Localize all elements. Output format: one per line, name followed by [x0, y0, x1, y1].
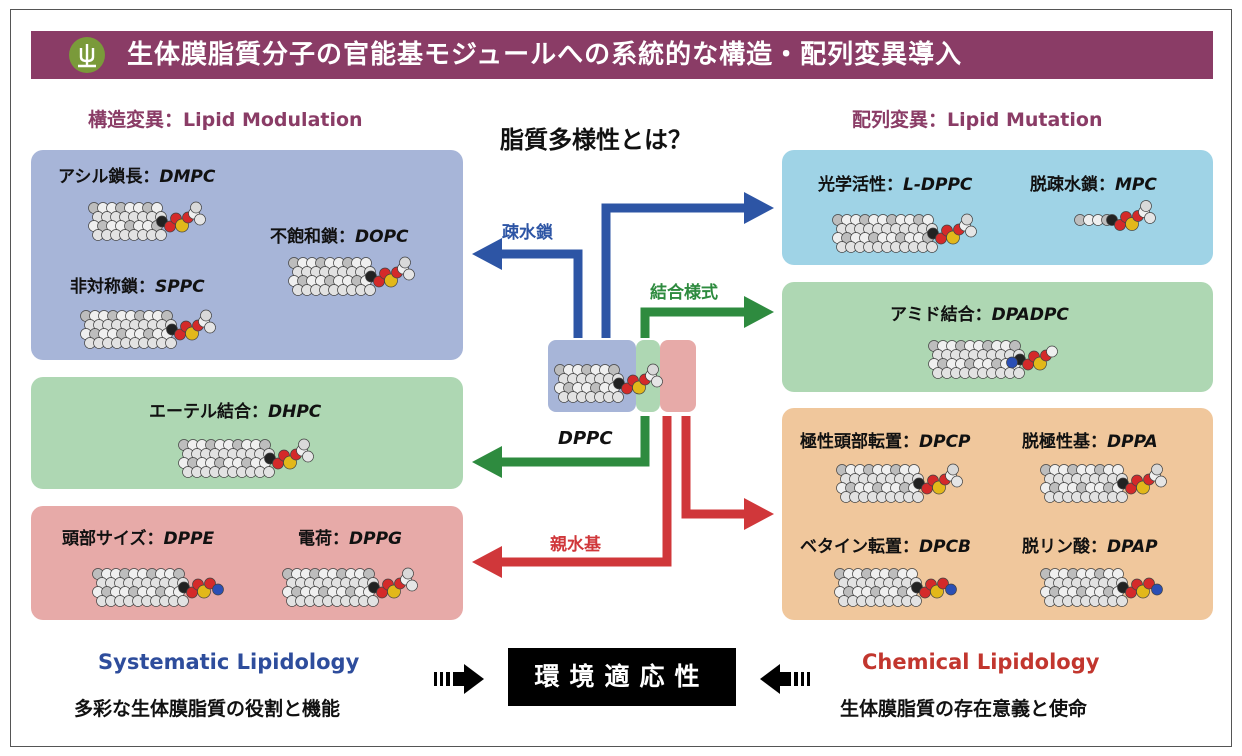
label-dopc-jp: 不飽和鎖： [270, 227, 355, 247]
label-dpadpc: アミド結合：DPADPC [890, 300, 1069, 325]
label-dppe-jp: 頭部サイズ： [62, 529, 164, 549]
bottom-right-arrow-icon [760, 664, 810, 694]
page-title: 生体膜脂質分子の官能基モジュールへの系統的な構造・配列変異導入 [127, 40, 963, 70]
right-heading-en: Lipid Mutation [947, 109, 1103, 131]
dppa-molecule-model [1040, 462, 1181, 522]
figure-frame [10, 9, 1232, 747]
label-dmpc: アシル鎖長：DMPC [58, 162, 215, 187]
dhpc-molecule-model [178, 437, 328, 497]
label-l-dppc-name: L-DPPC [903, 175, 973, 195]
label-dpcb-name: DPCB [919, 537, 972, 557]
dpadpc-molecule-model [928, 338, 1078, 398]
dppc-molecule-model [554, 362, 677, 422]
bottom-left-arrow-icon [434, 664, 484, 694]
label-dppa-name: DPPA [1107, 432, 1158, 452]
label-mpc: 脱疎水鎖：MPC [1030, 170, 1157, 195]
dppc-label: DPPC [558, 428, 613, 449]
label-dpcp: 極性頭部転置：DPCP [800, 427, 971, 452]
arrow-hydrophobic-left [498, 249, 583, 338]
label-sppc: 非対称鎖：SPPC [70, 272, 205, 297]
sppc-molecule-model [80, 308, 230, 368]
label-dmpc-name: DMPC [159, 167, 216, 187]
label-hydrophobic-chain: 疎水鎖 [502, 223, 553, 243]
arrow-linkage-left-head [472, 446, 502, 478]
dppc-head-module [660, 340, 696, 412]
label-dpcb-jp: ベタイン転置： [800, 537, 919, 557]
arrow-hydrophilic-left-head [472, 546, 502, 578]
label-dmpc-jp: アシル鎖長： [58, 167, 160, 187]
label-dppa: 脱極性基：DPPA [1022, 427, 1158, 452]
systematic-lipidology-title: Systematic Lipidology [98, 650, 360, 674]
arrow-hydrophobic-right-head [744, 192, 774, 224]
label-dpcb: ベタイン転置：DPCB [800, 532, 971, 557]
label-dppa-jp: 脱極性基： [1022, 432, 1107, 452]
chemical-lipidology-title: Chemical Lipidology [862, 650, 1100, 674]
label-dppg: 電荷：DPPG [298, 524, 402, 549]
label-dhpc-jp: エーテル結合： [149, 402, 268, 422]
mpc-molecule-model [1074, 200, 1170, 254]
label-dhpc-name: DHPC [268, 402, 322, 422]
label-sppc-name: SPPC [155, 277, 205, 297]
arrow-hydrophobic-right [601, 203, 746, 338]
label-dpadpc-name: DPADPC [991, 305, 1069, 325]
label-linkage-type: 結合様式 [650, 283, 718, 303]
label-mpc-name: MPC [1115, 175, 1157, 195]
label-dopc-name: DOPC [355, 227, 409, 247]
dmpc-molecule-model [88, 200, 220, 260]
chemical-lipidology-subtitle: 生体膜脂質の存在意義と使命 [840, 698, 1088, 720]
dppe-molecule-model [92, 566, 242, 626]
label-dppg-jp: 電荷： [298, 529, 349, 549]
label-mpc-jp: 脱疎水鎖： [1030, 175, 1115, 195]
lab-logo-icon [69, 37, 105, 73]
dpap-molecule-model [1040, 566, 1181, 626]
arrow-hydrophobic-left-head [472, 238, 502, 270]
label-dpap-name: DPAP [1107, 537, 1158, 557]
title-bar: 生体膜脂質分子の官能基モジュールへの系統的な構造・配列変異導入 [31, 31, 1213, 79]
right-section-heading: 配列変異：Lipid Mutation [852, 105, 1102, 132]
label-l-dppc: 光学活性：L-DPPC [818, 170, 972, 195]
center-question: 脂質多様性とは？ [500, 126, 692, 154]
arrow-hydrophilic-left [500, 416, 672, 567]
label-l-dppc-jp: 光学活性： [818, 175, 903, 195]
label-hydrophilic-group: 親水基 [550, 535, 601, 555]
left-section-heading: 構造変異：Lipid Modulation [88, 105, 363, 132]
right-heading-jp: 配列変異： [852, 109, 948, 131]
arrow-linkage-right-head [744, 296, 774, 328]
label-dpcp-name: DPCP [919, 432, 971, 452]
label-dppe: 頭部サイズ：DPPE [62, 524, 214, 549]
label-dpap-jp: 脱リン酸： [1022, 537, 1107, 557]
left-heading-en: Lipid Modulation [183, 109, 363, 131]
label-dpcp-jp: 極性頭部転置： [800, 432, 919, 452]
label-dopc: 不飽和鎖：DOPC [270, 222, 409, 247]
dpcb-molecule-model [834, 566, 975, 626]
label-sppc-jp: 非対称鎖： [70, 277, 155, 297]
arrow-hydrophilic-right [681, 416, 746, 519]
dppg-molecule-model [282, 566, 432, 626]
systematic-lipidology-subtitle: 多彩な生体膜脂質の役割と機能 [74, 698, 341, 720]
label-dhpc: エーテル結合：DHPC [149, 397, 321, 422]
label-dpap: 脱リン酸：DPAP [1022, 532, 1158, 557]
arrow-hydrophilic-right-head [744, 498, 774, 530]
arrow-linkage-right [640, 307, 746, 338]
label-dppg-name: DPPG [349, 529, 402, 549]
label-dpadpc-jp: アミド結合： [890, 305, 992, 325]
left-heading-jp: 構造変異： [88, 109, 184, 131]
arrow-linkage-left [500, 416, 650, 467]
label-dppe-name: DPPE [163, 529, 215, 549]
dpcp-molecule-model [836, 462, 977, 522]
dopc-molecule-model [288, 255, 429, 315]
l-dppc-molecule-model [832, 212, 991, 272]
environmental-adaptability-box: 環境適応性 [508, 648, 736, 706]
